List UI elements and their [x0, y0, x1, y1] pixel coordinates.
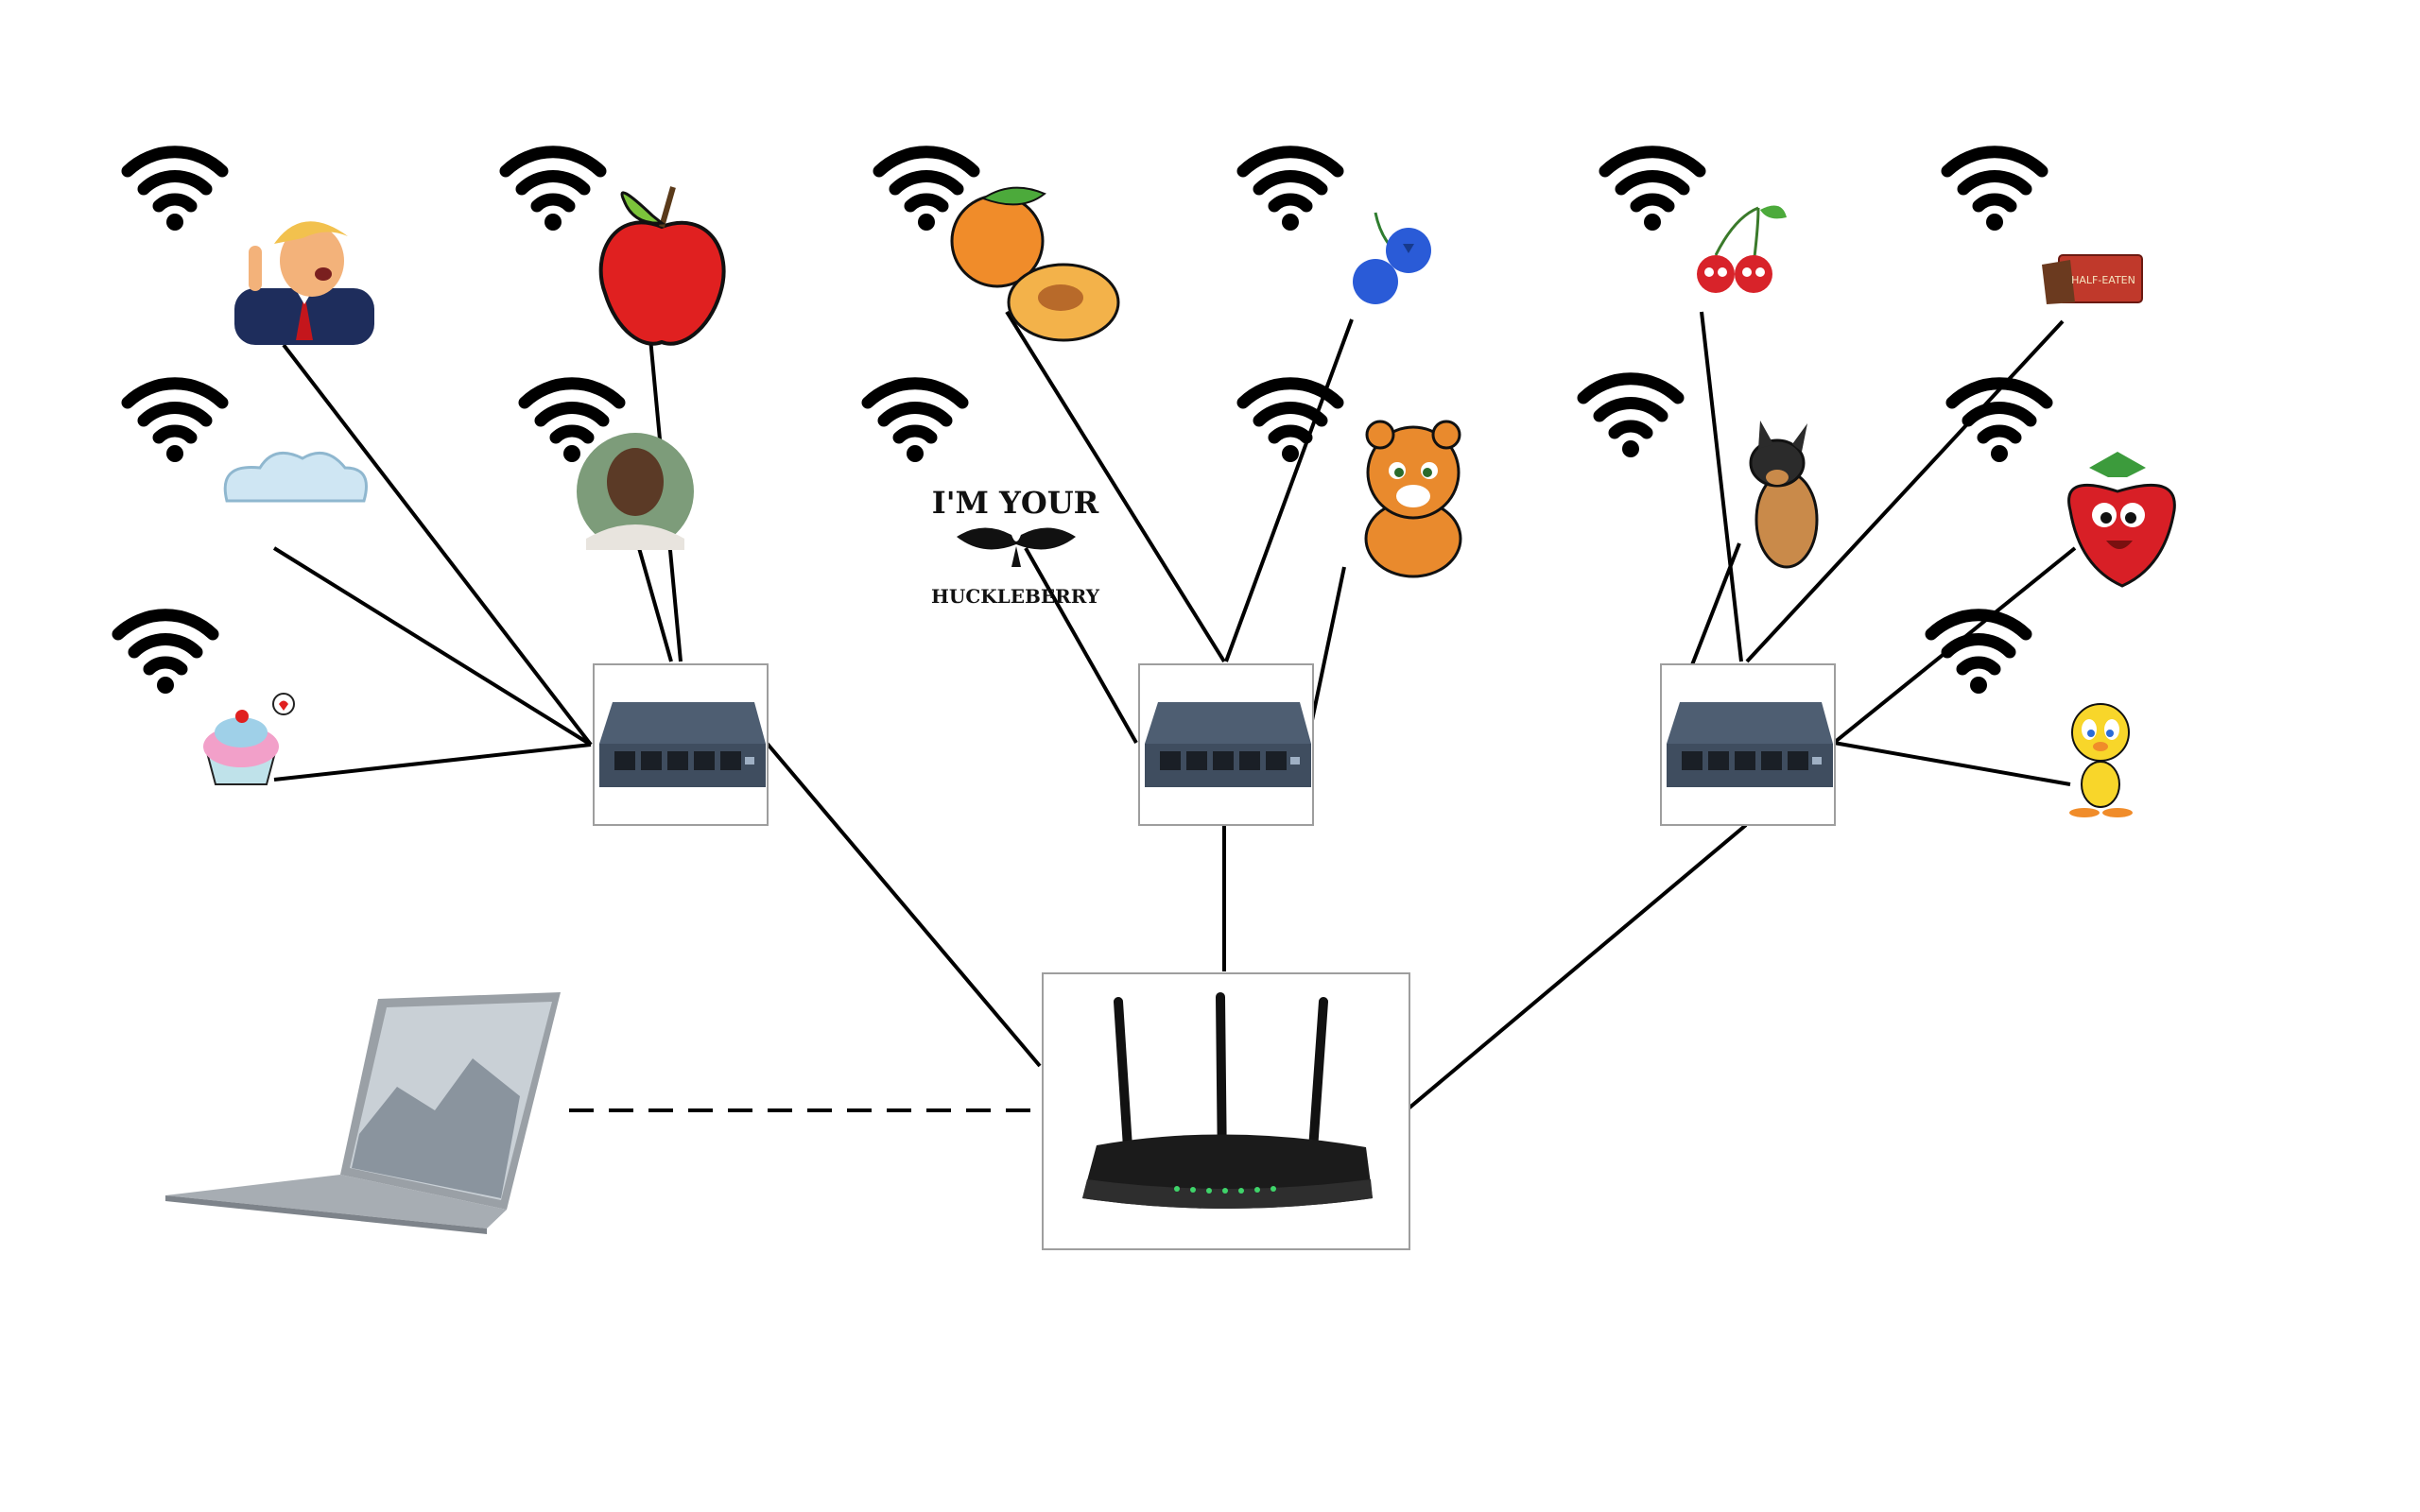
wifi-icon: [128, 384, 222, 462]
tweety-icon: [2069, 703, 2133, 817]
trump-icon: [234, 221, 374, 345]
wifi-icon: [1952, 384, 2047, 462]
cloud-icon: [223, 451, 368, 503]
blueberry-icon: [1353, 212, 1431, 304]
wifi-icon: [1243, 384, 1338, 462]
apricot-icon: [950, 186, 1120, 342]
chocolate-icon: HALF-EATEN: [2042, 254, 2143, 304]
tiger-icon: [1364, 420, 1462, 578]
dog-icon: [1749, 421, 1819, 569]
cupcake-icon: [203, 693, 295, 785]
wifi-icon: [128, 152, 222, 231]
chocolate-label: HALF-EATEN: [2071, 274, 2135, 286]
laptop: [165, 992, 561, 1234]
huckleberry-line2: HUCKLEBERRY: [931, 585, 1100, 608]
wifi-icon: [1243, 152, 1338, 231]
switch-left: [593, 663, 769, 826]
huckleberry-line1: I'M YOUR: [932, 485, 1099, 521]
wifi-icon: [1605, 152, 1700, 231]
switch-center: [1138, 663, 1314, 826]
apple-icon: [598, 186, 726, 346]
huckleberry-logo: I'M YOUR HUCKLEBERRY: [931, 485, 1100, 608]
strawberry-icon: [2067, 452, 2176, 588]
portrait-icon: [577, 433, 694, 550]
wifi-icon: [506, 152, 600, 231]
wifi-icon: [118, 615, 213, 694]
wifi-icon: [1583, 379, 1678, 457]
router: [1042, 972, 1410, 1250]
wifi-icon: [1947, 152, 2042, 231]
switch-right: [1660, 663, 1836, 826]
wifi-icon: [868, 384, 962, 462]
cherry-icon: [1697, 205, 1787, 293]
